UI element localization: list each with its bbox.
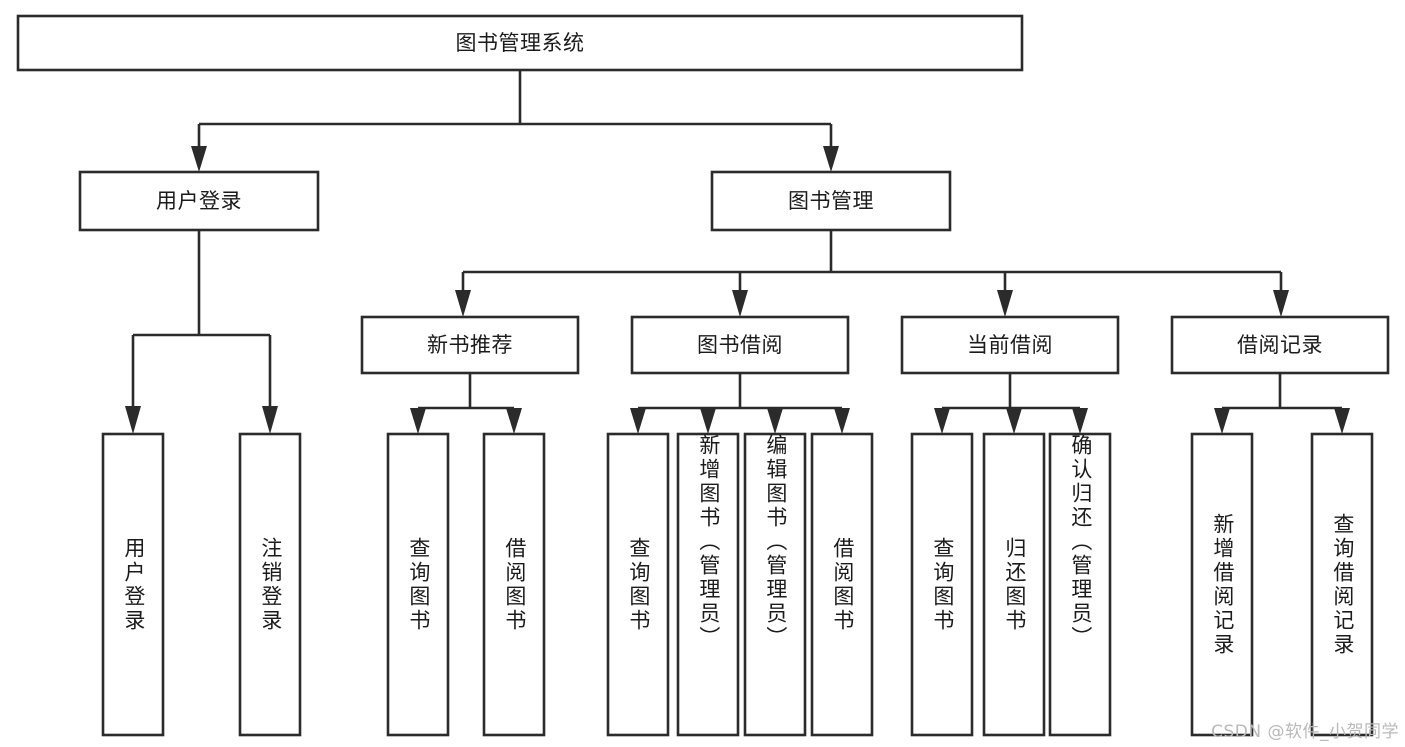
- arrow-current-to-leaf-return-book: [1006, 408, 1022, 434]
- node-box-current-borrow[interactable]: [900, 315, 1120, 375]
- arrow-current-to-leaf-query-book: [934, 408, 950, 434]
- node-box-leaf-add-borrow-record[interactable]: [1190, 432, 1254, 737]
- node-label-root: 图书管理系统: [456, 31, 585, 55]
- node-box-leaf-borrow-book[interactable]: [810, 432, 874, 737]
- arrow-borrow-to-leaf-edit-book: [767, 408, 783, 434]
- node-current-borrow[interactable]: 当前借阅: [900, 315, 1120, 375]
- arrow-rec-to-leaf-borrow-book: [506, 408, 522, 434]
- node-box-leaf-edit-book-admin[interactable]: [743, 432, 807, 737]
- arrow-root-to-book-manage: [823, 146, 839, 172]
- node-box-leaf-user-login[interactable]: [101, 432, 165, 737]
- node-box-borrow-record[interactable]: [1170, 315, 1390, 375]
- node-box-root[interactable]: [16, 14, 1024, 72]
- node-label-book-manage: 图书管理: [788, 189, 874, 213]
- arrow-current-to-leaf-confirm-return: [1072, 408, 1088, 434]
- arrow-borrow-to-leaf-add-book: [700, 408, 716, 434]
- node-root[interactable]: 图书管理系统: [16, 14, 1024, 72]
- node-user-login[interactable]: 用户登录: [78, 170, 320, 232]
- connector-group-book-borrow: [630, 373, 850, 434]
- node-box-leaf-query-book-borrow[interactable]: [606, 432, 670, 737]
- node-box-new-book-recommend[interactable]: [360, 315, 580, 375]
- arrow-bm-to-book-borrow: [732, 290, 748, 317]
- node-box-leaf-add-book-admin[interactable]: [676, 432, 740, 737]
- arrow-ul-to-leaf-user-logout: [262, 406, 278, 434]
- connector-group-new-book-recommend: [410, 373, 522, 434]
- node-label-user-login: 用户登录: [156, 189, 242, 213]
- connector-group-book-manage: [455, 230, 1289, 317]
- node-box-leaf-query-book-current[interactable]: [910, 432, 974, 737]
- node-box-leaf-confirm-return-admin[interactable]: [1048, 432, 1112, 737]
- connector-group-root: [191, 70, 839, 172]
- leaf-boxes: [101, 432, 1374, 737]
- node-box-book-borrow[interactable]: [630, 315, 850, 375]
- connector-group-borrow-record: [1214, 373, 1350, 434]
- node-box-book-manage[interactable]: [710, 170, 952, 232]
- arrow-bm-to-borrow-record: [1273, 290, 1289, 317]
- node-box-leaf-return-book[interactable]: [982, 432, 1046, 737]
- node-borrow-record[interactable]: 借阅记录: [1170, 315, 1390, 375]
- arrow-bm-to-current-borrow: [997, 290, 1013, 317]
- node-box-leaf-query-book-rec[interactable]: [386, 432, 450, 737]
- connector-group-current-borrow: [934, 373, 1088, 434]
- node-new-book-recommend[interactable]: 新书推荐: [360, 315, 580, 375]
- arrow-record-to-leaf-add-record: [1214, 408, 1230, 434]
- arrow-record-to-leaf-query-record: [1334, 408, 1350, 434]
- node-box-leaf-user-logout[interactable]: [238, 432, 302, 737]
- arrow-ul-to-leaf-user-login: [125, 406, 141, 434]
- arrow-borrow-to-leaf-query-book: [630, 408, 646, 434]
- node-box-leaf-query-borrow-record[interactable]: [1310, 432, 1374, 737]
- node-label-current-borrow: 当前借阅: [967, 333, 1053, 357]
- node-label-borrow-record: 借阅记录: [1237, 333, 1323, 357]
- node-box-leaf-borrow-book-rec[interactable]: [482, 432, 546, 737]
- arrow-bm-to-new-book-recommend: [455, 290, 471, 317]
- connector-group-user-login: [125, 230, 278, 434]
- node-box-user-login[interactable]: [78, 170, 320, 232]
- arrow-root-to-user-login: [191, 146, 207, 172]
- node-label-new-book-recommend: 新书推荐: [427, 333, 513, 357]
- arrow-rec-to-leaf-query-book: [410, 408, 426, 434]
- node-book-manage[interactable]: 图书管理: [710, 170, 952, 232]
- node-label-book-borrow: 图书借阅: [697, 333, 783, 357]
- node-book-borrow[interactable]: 图书借阅: [630, 315, 850, 375]
- arrow-borrow-to-leaf-borrow-book: [834, 408, 850, 434]
